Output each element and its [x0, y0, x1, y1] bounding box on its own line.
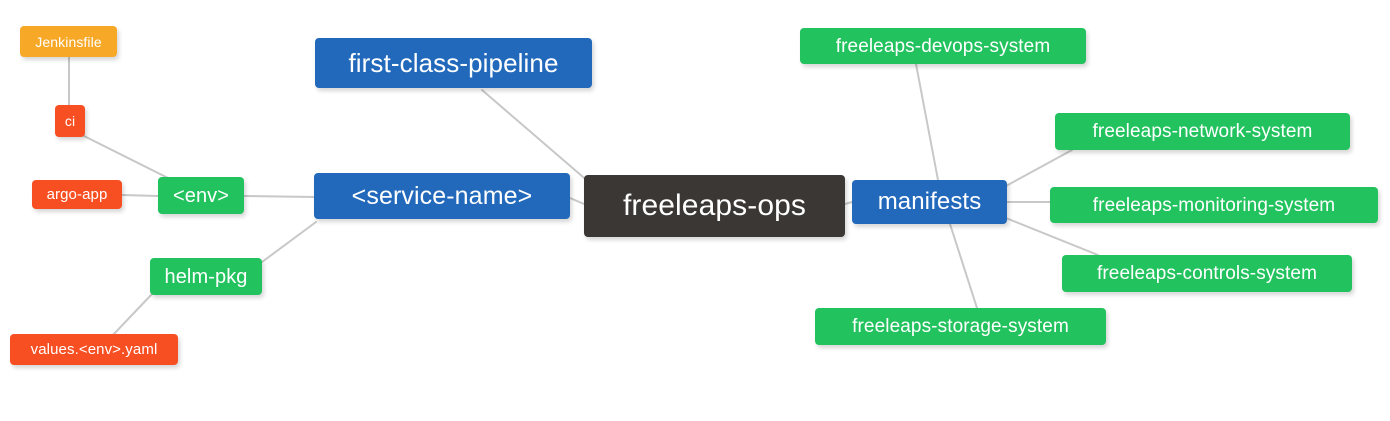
node-env[interactable]: <env>: [158, 177, 244, 214]
node-label: values.<env>.yaml: [30, 341, 158, 358]
edge-manifests-to-freeleaps-storage-system: [949, 223, 978, 309]
node-label: manifests: [877, 188, 982, 215]
edge-env-to-ci: [83, 135, 173, 181]
node-label: first-class-pipeline: [348, 48, 559, 78]
node-manifests[interactable]: manifests: [852, 180, 1007, 224]
edge-helm-pkg-to-values-env-yaml: [111, 293, 153, 337]
edge-service-name-to-helm-pkg: [261, 221, 317, 263]
node-values-env-yaml[interactable]: values.<env>.yaml: [10, 334, 178, 365]
node-label: <env>: [172, 184, 230, 207]
node-label: argo-app: [46, 186, 108, 203]
node-first-class-pipeline[interactable]: first-class-pipeline: [315, 38, 592, 88]
node-freeleaps-monitoring-system[interactable]: freeleaps-monitoring-system: [1050, 187, 1378, 223]
edge-freeleaps-ops-to-first-class-pipeline: [481, 89, 591, 184]
node-label: freeleaps-ops: [622, 189, 807, 222]
edge-manifests-to-freeleaps-controls-system: [1005, 217, 1099, 256]
node-freeleaps-network-system[interactable]: freeleaps-network-system: [1055, 113, 1350, 150]
node-label: Jenkinsfile: [35, 33, 102, 50]
node-freeleaps-storage-system[interactable]: freeleaps-storage-system: [815, 308, 1106, 345]
edge-manifests-to-freeleaps-network-system: [1005, 149, 1073, 187]
edge-service-name-to-env: [243, 195, 315, 198]
node-label: freeleaps-storage-system: [852, 316, 1069, 337]
node-helm-pkg[interactable]: helm-pkg: [150, 258, 262, 295]
node-label: freeleaps-monitoring-system: [1092, 194, 1336, 216]
node-label: <service-name>: [351, 181, 533, 210]
node-freeleaps-devops-system[interactable]: freeleaps-devops-system: [800, 28, 1086, 64]
node-label: freeleaps-controls-system: [1096, 263, 1318, 284]
node-jenkinsfile[interactable]: Jenkinsfile: [20, 26, 117, 57]
edge-freeleaps-ops-to-manifests: [844, 201, 853, 205]
edge-manifests-to-freeleaps-devops-system: [915, 63, 939, 181]
node-freeleaps-controls-system[interactable]: freeleaps-controls-system: [1062, 255, 1352, 292]
node-label: helm-pkg: [164, 265, 248, 288]
node-service-name[interactable]: <service-name>: [314, 173, 570, 219]
node-argo-app[interactable]: argo-app: [32, 180, 122, 209]
edge-env-to-argo-app: [121, 194, 159, 197]
node-label: freeleaps-devops-system: [835, 35, 1051, 57]
node-ci[interactable]: ci: [55, 105, 85, 137]
node-label: freeleaps-network-system: [1092, 121, 1313, 142]
node-label: ci: [64, 113, 76, 129]
node-freeleaps-ops[interactable]: freeleaps-ops: [584, 175, 845, 237]
edge-freeleaps-ops-to-service-name: [569, 197, 585, 205]
